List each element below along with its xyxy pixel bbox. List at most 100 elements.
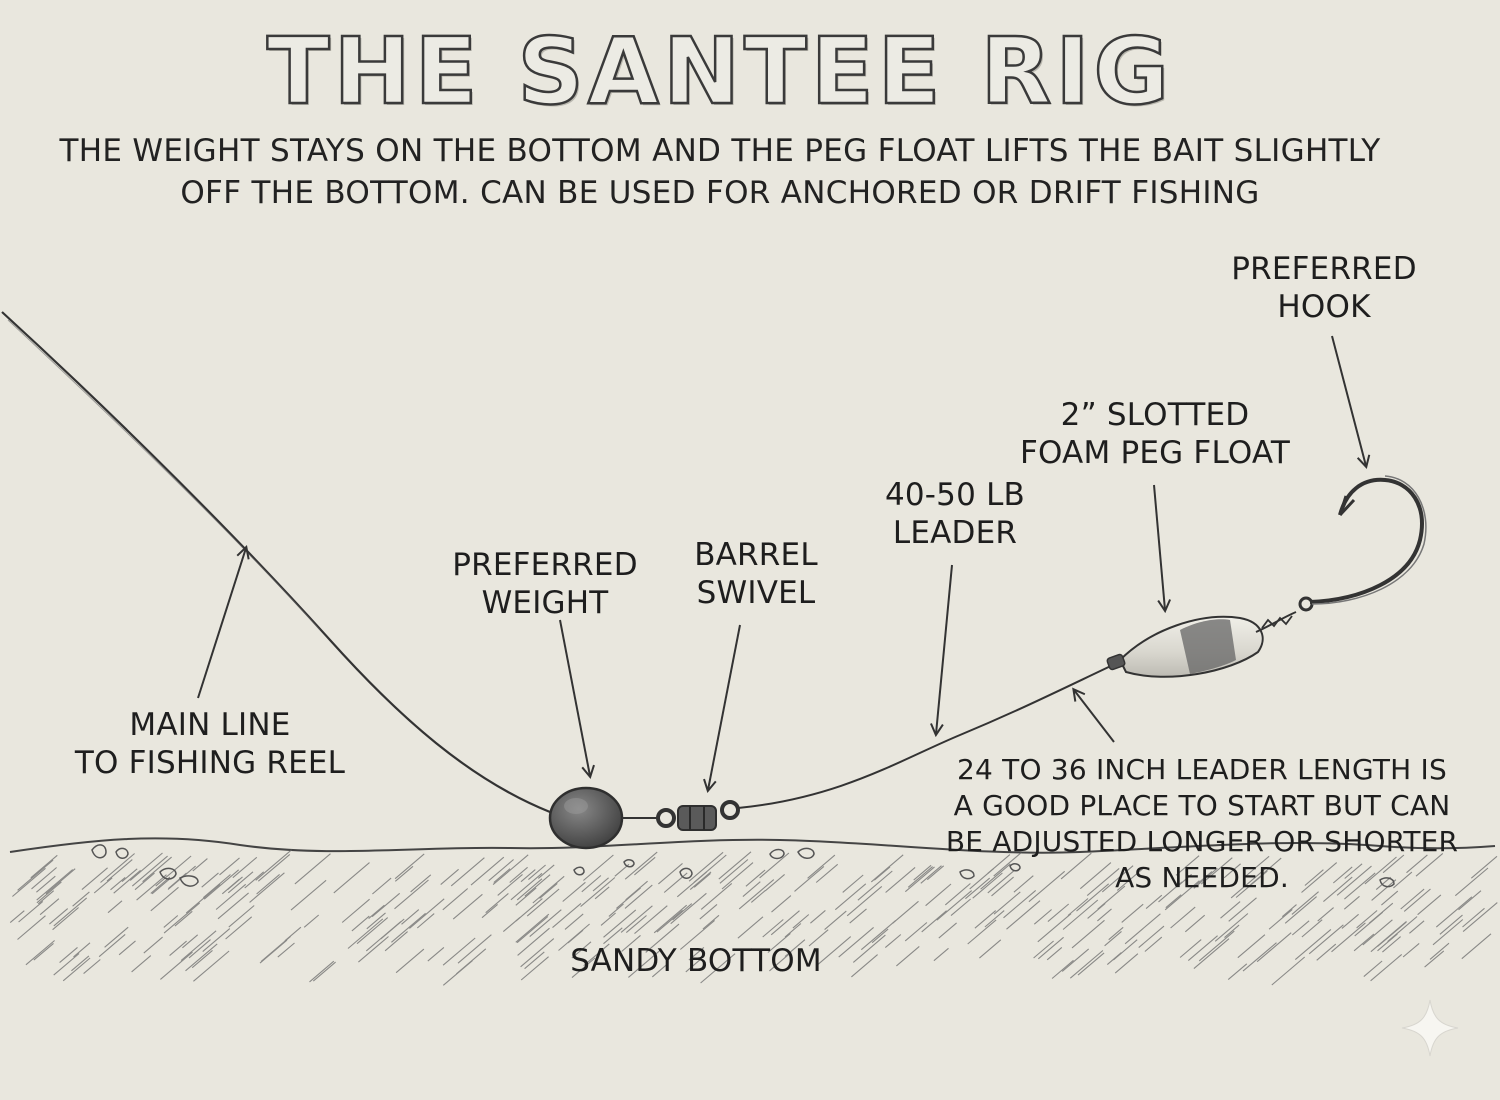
sand-hatch-stroke bbox=[991, 876, 1014, 897]
sand-hatch-stroke bbox=[143, 936, 163, 954]
sand-hatch-stroke bbox=[767, 932, 791, 953]
sand-hatch-stroke bbox=[771, 895, 792, 913]
sand-hatch-stroke bbox=[603, 909, 637, 938]
sand-hatch-stroke bbox=[427, 946, 445, 962]
sand-hatch-stroke bbox=[699, 903, 718, 920]
sand-hatch-stroke bbox=[1230, 867, 1267, 899]
sand-hatch-stroke bbox=[784, 939, 806, 958]
sand-hatch-stroke bbox=[232, 856, 258, 879]
sand-hatch-stroke bbox=[104, 926, 129, 948]
arrow-leader-length bbox=[1074, 690, 1115, 743]
sand-hatch-stroke bbox=[1400, 888, 1425, 910]
sand-hatch-stroke bbox=[993, 852, 1022, 877]
sand-hatch-stroke bbox=[1144, 936, 1163, 952]
sand-hatch-stroke bbox=[524, 951, 545, 970]
sand-hatch-stroke bbox=[1370, 920, 1407, 953]
sand-hatch-stroke bbox=[1076, 883, 1110, 912]
sand-hatch-stroke bbox=[676, 871, 708, 898]
sand-hatch-stroke bbox=[1124, 913, 1161, 945]
sand-hatch-stroke bbox=[151, 878, 170, 895]
sand-hatch-stroke bbox=[39, 898, 60, 916]
sand-hatch-stroke bbox=[1301, 862, 1338, 893]
sand-hatch-stroke bbox=[160, 951, 193, 980]
label-leader-2: LEADER bbox=[892, 515, 1018, 551]
sand-hatch-stroke bbox=[1086, 867, 1120, 897]
sand-hatch-stroke bbox=[896, 945, 920, 967]
sand-hatch-stroke bbox=[885, 866, 916, 893]
sand-hatch-stroke bbox=[1403, 888, 1431, 912]
sand-hatch-stroke bbox=[846, 885, 883, 917]
sand-hatch-stroke bbox=[1187, 935, 1218, 962]
sand-hatch-stroke bbox=[718, 851, 752, 880]
sand-hatch-stroke bbox=[174, 910, 193, 927]
sand-hatch-stroke bbox=[532, 875, 565, 904]
sand-hatch-stroke bbox=[131, 955, 152, 973]
sand-hatch-stroke bbox=[191, 949, 213, 969]
sand-hatch-stroke bbox=[539, 882, 558, 899]
sand-hatch-stroke bbox=[517, 927, 550, 956]
sand-hatch-stroke bbox=[670, 892, 707, 925]
sand-hatch-stroke bbox=[810, 909, 826, 924]
sand-hatch-stroke bbox=[452, 893, 483, 920]
sand-hatch-stroke bbox=[45, 868, 76, 895]
sand-hatch-stroke bbox=[852, 934, 886, 963]
sand-hatch-stroke bbox=[203, 869, 240, 900]
sand-hatch-stroke bbox=[244, 871, 265, 889]
label-hook: PREFERRED HOOK bbox=[1216, 250, 1432, 326]
sand-hatch-stroke bbox=[688, 851, 724, 882]
sand-hatch-stroke bbox=[1037, 913, 1072, 943]
sand-hatch-stroke bbox=[745, 869, 766, 887]
sand-hatch-stroke bbox=[700, 882, 733, 910]
sand-hatch-stroke bbox=[1381, 890, 1399, 906]
label-leader-length-4: AS NEEDED. bbox=[1115, 861, 1289, 894]
sand-hatch-stroke bbox=[1317, 907, 1334, 922]
sand-hatch-stroke bbox=[552, 902, 582, 929]
label-main-line-1: MAIN LINE bbox=[129, 707, 291, 743]
sand-hatch-stroke bbox=[925, 883, 952, 907]
sand-hatch-stroke bbox=[1308, 924, 1344, 955]
sand-hatch-stroke bbox=[721, 862, 754, 890]
sand-hatch-stroke bbox=[155, 855, 192, 887]
sand-hatch-stroke bbox=[965, 877, 991, 900]
sand-hatch-stroke bbox=[1033, 940, 1054, 959]
sand-hatch-stroke bbox=[742, 881, 761, 898]
sand-hatch-stroke bbox=[1087, 903, 1106, 919]
sand-hatch-stroke bbox=[365, 921, 402, 952]
label-leader-length: 24 TO 36 INCH LEADER LENGTH IS A GOOD PL… bbox=[924, 752, 1480, 896]
sand-hatch-stroke bbox=[1301, 919, 1323, 938]
sand-hatch-stroke bbox=[497, 873, 523, 896]
barrel-swivel bbox=[622, 800, 740, 831]
sand-hatch-stroke bbox=[401, 909, 420, 925]
sand-hatch-stroke bbox=[520, 869, 536, 883]
label-leader-length-3: BE ADJUSTED LONGER OR SHORTER bbox=[945, 825, 1459, 858]
sand-hatch-stroke bbox=[30, 854, 58, 879]
arrow-swivel bbox=[708, 624, 741, 790]
sand-hatch-stroke bbox=[653, 904, 688, 934]
sand-hatch-stroke bbox=[515, 898, 543, 922]
sand-hatch-stroke bbox=[634, 905, 668, 935]
sand-hatch-stroke bbox=[201, 872, 219, 888]
label-leader: 40-50 LB LEADER bbox=[862, 476, 1048, 552]
sand-hatch-stroke bbox=[509, 866, 528, 883]
sand-hatch-stroke bbox=[808, 929, 829, 947]
sand-hatching bbox=[9, 849, 1498, 986]
sand-hatch-stroke bbox=[372, 877, 392, 895]
sand-hatch-stroke bbox=[1341, 913, 1359, 929]
sand-hatch-stroke bbox=[356, 917, 389, 945]
sand-hatch-stroke bbox=[851, 954, 878, 978]
sand-hatch-stroke bbox=[580, 877, 616, 908]
sand-hatch-stroke bbox=[134, 872, 155, 891]
sand-hatch-stroke bbox=[1331, 922, 1366, 953]
sand-hatch-stroke bbox=[215, 883, 247, 910]
sand-hatch-stroke bbox=[1344, 863, 1363, 879]
sand-hatch-stroke bbox=[36, 869, 74, 901]
sand-hatch-stroke bbox=[1116, 868, 1143, 891]
sand-hatch-stroke bbox=[1101, 865, 1134, 893]
sand-hatch-stroke bbox=[470, 856, 505, 886]
sand-hatch-stroke bbox=[807, 854, 836, 879]
sand-hatch-stroke bbox=[1006, 900, 1041, 930]
sand-hatch-stroke bbox=[571, 957, 596, 979]
sand-hatch-stroke bbox=[1461, 933, 1492, 960]
sand-hatch-stroke bbox=[188, 939, 211, 959]
